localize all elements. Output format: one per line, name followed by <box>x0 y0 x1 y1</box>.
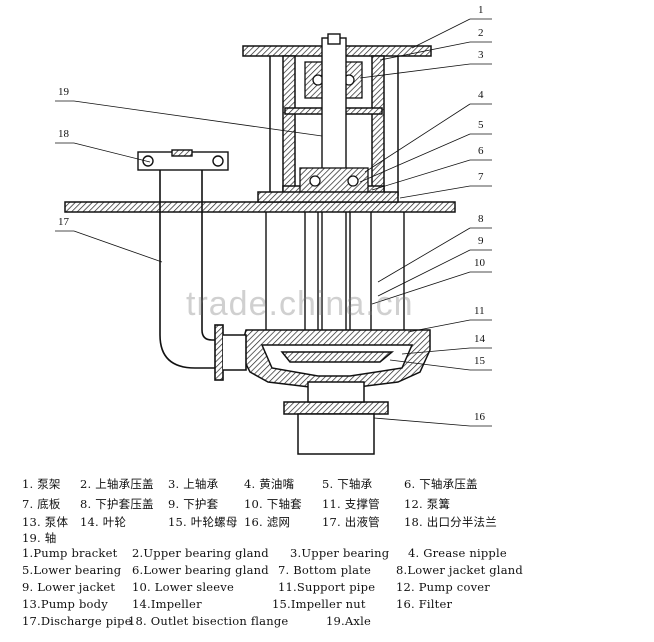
legend-en-item: 11.Support pipe <box>278 580 376 594</box>
callout-9: 9 <box>478 235 484 247</box>
callout-1: 1 <box>478 4 484 16</box>
legend-cn-item: 15. 叶轮螺母 <box>168 515 238 529</box>
discharge-pipe <box>159 170 247 381</box>
legend-cn-item: 11. 支撑管 <box>322 497 380 511</box>
callout-17: 17 <box>58 216 69 228</box>
callout-16: 16 <box>474 411 485 423</box>
legend-en-item: 12. Pump cover <box>396 580 490 594</box>
legend-en-item: 6.Lower bearing gland <box>132 563 269 577</box>
lower-bearing <box>299 167 369 195</box>
callout-11: 11 <box>474 305 485 317</box>
callout-10: 10 <box>474 257 485 269</box>
legend-cn-item: 18. 出口分半法兰 <box>404 515 497 529</box>
legend-en-item: 1.Pump bracket <box>22 546 118 560</box>
legend-en-item: 4. Grease nipple <box>408 546 507 560</box>
legend-cn-item: 16. 滤网 <box>244 515 291 529</box>
callout-4: 4 <box>478 89 484 101</box>
legend-cn-item: 5. 下轴承 <box>322 477 373 491</box>
legend-cn-item: 14. 叶轮 <box>80 515 127 529</box>
legend-cn-item: 6. 下轴承压盖 <box>404 477 478 491</box>
legend-cn-item: 12. 泵篝 <box>404 497 451 511</box>
callout-14: 14 <box>474 333 485 345</box>
callout-6: 6 <box>478 145 484 157</box>
pump-body <box>239 329 431 389</box>
callout-5: 5 <box>478 119 484 131</box>
legend-cn-item: 8. 下护套压盖 <box>80 497 154 511</box>
legend-cn-item: 2. 上轴承压盖 <box>80 477 154 491</box>
legend-en-item: 9. Lower jacket <box>22 580 116 594</box>
legend-cn-item: 9. 下护套 <box>168 497 219 511</box>
callout-3: 3 <box>478 49 484 61</box>
support-pipe <box>265 212 405 330</box>
legend-cn-item: 3. 上轴承 <box>168 477 219 491</box>
legend-cn-item: 1. 泵架 <box>22 477 61 491</box>
legend-cn-item: 17. 出液管 <box>322 515 380 529</box>
callout-7: 7 <box>478 171 484 183</box>
filter <box>283 381 389 455</box>
outlet-bisection-flange <box>137 149 229 171</box>
legend-en-item: 19.Axle <box>326 614 371 628</box>
legend-en-item: 10. Lower sleeve <box>132 580 234 594</box>
legend-en-item: 13.Pump body <box>22 597 108 611</box>
legend-en-item: 17.Discharge pipe <box>22 614 132 628</box>
legend-cn-item: 13. 泵体 <box>22 515 69 529</box>
watermark: trade.china.cn <box>186 285 414 323</box>
legend-en-item: 14.Impeller <box>132 597 202 611</box>
callout-8: 8 <box>478 213 484 225</box>
legend-en-item: 15.Impeller nut <box>272 597 366 611</box>
callout-15: 15 <box>474 355 485 367</box>
legend-cn-item: 4. 黄油嘴 <box>244 477 295 491</box>
legend-cn-item: 7. 底板 <box>22 497 61 511</box>
callout-2: 2 <box>478 27 484 39</box>
callout-19: 19 <box>58 86 69 98</box>
legend-en-item: 3.Upper bearing <box>290 546 390 560</box>
legend-en-item: 2.Upper bearing gland <box>132 546 269 560</box>
legend-en-item: 16. Filter <box>396 597 453 611</box>
legend-en-item: 8.Lower jacket gland <box>396 563 523 577</box>
legend-cn-item: 10. 下轴套 <box>244 497 302 511</box>
legend-cn-item: 19. 轴 <box>22 531 57 545</box>
leader-lines <box>55 18 492 427</box>
legend-en-item: 7. Bottom plate <box>278 563 372 577</box>
legend-en-item: 5.Lower bearing <box>22 563 122 577</box>
legend-en-item: 18. Outlet bisection flange <box>128 614 289 628</box>
callout-18: 18 <box>58 128 69 140</box>
bottom-plate <box>64 191 456 213</box>
